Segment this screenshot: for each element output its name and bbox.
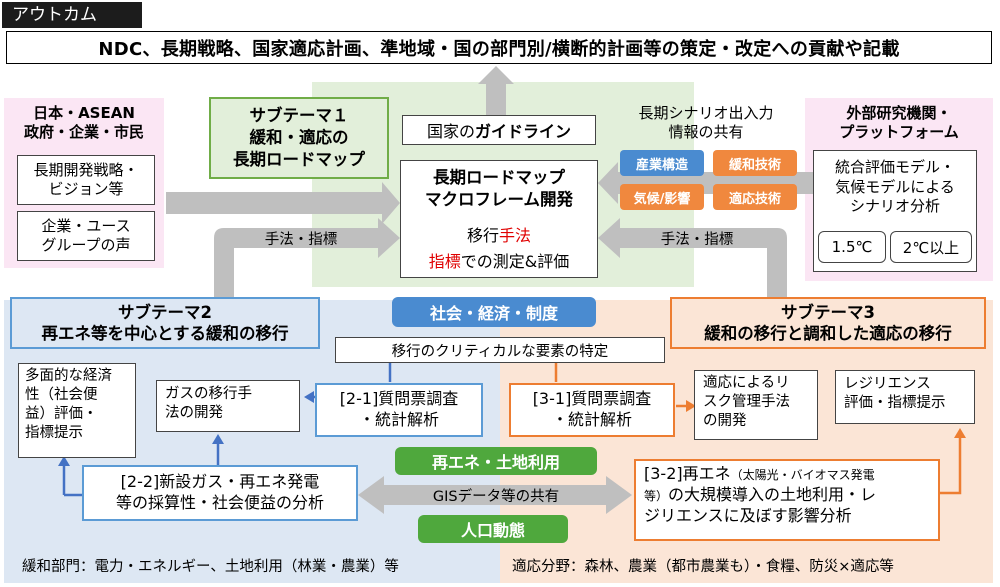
subtheme1-box: サブテーマ１ 緩和・適応の 長期ロードマップ <box>209 97 389 179</box>
roadmap-title: 長期ロードマップ マクロフレーム開発 <box>424 168 573 210</box>
guideline-bold: ガイドライン <box>475 122 572 141</box>
survey-3-1-box: [3-1]質問票調査 ・統計解析 <box>509 383 675 437</box>
indicator-suffix: での測定&評価 <box>460 251 570 271</box>
stakeholder-item-strategy: 長期開発戦略・ ビジョン等 <box>17 155 155 205</box>
subtheme2-box: サブテーマ2 再エネ等を中心とする緩和の移行 <box>10 297 320 349</box>
analysis-2-2-box: [2-2]新設ガス・再エネ発電 等の採算性・社会便益の分析 <box>82 465 358 521</box>
survey-2-1-box: [2-1]質問票調査 ・統計解析 <box>315 383 483 437</box>
critical-elements-box: 移行のクリティカルな要素の特定 <box>335 337 665 363</box>
guideline-prefix: 国家の <box>426 122 475 141</box>
method-label-right: 手法・指標 <box>660 231 734 248</box>
option-1-5: 1.5℃ <box>818 231 886 263</box>
topic-population: 人口動態 <box>418 515 568 543</box>
multi-evaluation-box: 多面的な経済 性（社会便 益）評価・ 指標提示 <box>18 363 136 458</box>
stakeholder-title: 日本・ASEAN 政府・企業・市民 <box>23 103 144 142</box>
external-title: 外部研究機関・ プラットフォーム <box>839 103 959 142</box>
analysis-3-2-box: [3-2]再エネ（太陽光・バイオマス発電 等）の大規模導入の土地利用・レ ジリエ… <box>634 459 940 541</box>
indicator-red: 指標 <box>428 251 461 271</box>
subtheme3-box: サブテーマ3 緩和の移行と調和した適応の移行 <box>670 297 986 349</box>
footer-mitigation: 緩和部門：電力・エネルギー、土地利用（林業・農業）等 <box>22 559 399 575</box>
roadmap-indicator-line: 指標での測定&評価 <box>401 248 597 272</box>
analysis-3-2-small: （太陽光・バイオマス発電 等） <box>644 468 875 503</box>
bent-arrow-left <box>214 218 400 300</box>
gis-share-label: GISデータ等の共有 <box>432 488 560 505</box>
tag-industry: 産業構造 <box>620 150 704 176</box>
gis-double-arrow <box>358 476 632 514</box>
resilience-box: レジリエンス 評価・指標提示 <box>835 370 975 424</box>
option-2: 2℃以上 <box>890 231 972 263</box>
outcome-box: NDC、長期戦略、国家適応計画、準地域・国の部門別/横断的計画等の策定・改定への… <box>6 31 992 64</box>
topic-renewable-landuse: 再エネ・土地利用 <box>395 447 597 475</box>
right-arrow-stakeholders <box>166 182 400 224</box>
topic-social-economy: 社会・経済・制度 <box>392 297 596 327</box>
adaptation-risk-box: 適応によるリ スク管理手法 の開発 <box>694 370 818 440</box>
analysis-3-2-rest: の大規模導入の土地利用・レ ジリエンスに及ぼす影響分析 <box>644 484 877 525</box>
outcome-tag: アウトカム <box>2 2 142 28</box>
roadmap-method-line: 移行手法 <box>401 222 597 246</box>
roadmap-box: 長期ロードマップ マクロフレーム開発 移行手法 指標での測定&評価 <box>400 160 598 278</box>
analysis-3-2-label: [3-2]再エネ <box>644 464 731 483</box>
transition-prefix: 移行 <box>466 225 499 245</box>
footer-adaptation: 適応分野：森林、農業（都市農業も）・食糧、防災×適応等 <box>512 559 894 575</box>
tag-climate-impact: 気候/影響 <box>620 184 704 210</box>
stakeholder-item-voices: 企業・ユース グループの声 <box>17 211 155 261</box>
transition-method-red: 手法 <box>499 225 532 245</box>
scenario-title: 長期シナリオ出入力 情報の共有 <box>638 103 774 142</box>
tag-mitigation-tech: 緩和技術 <box>713 150 797 176</box>
external-desc: 統合評価モデル・ 気候モデルによる シナリオ分析 <box>834 158 955 215</box>
bent-arrow-right <box>598 218 787 300</box>
gas-method-box: ガスの移行手 法の開発 <box>156 380 300 432</box>
method-label-left: 手法・指標 <box>264 231 338 248</box>
up-arrow <box>478 66 514 125</box>
tag-adaptation-tech: 適応技術 <box>713 184 797 210</box>
guideline-box: 国家のガイドライン <box>402 115 596 145</box>
